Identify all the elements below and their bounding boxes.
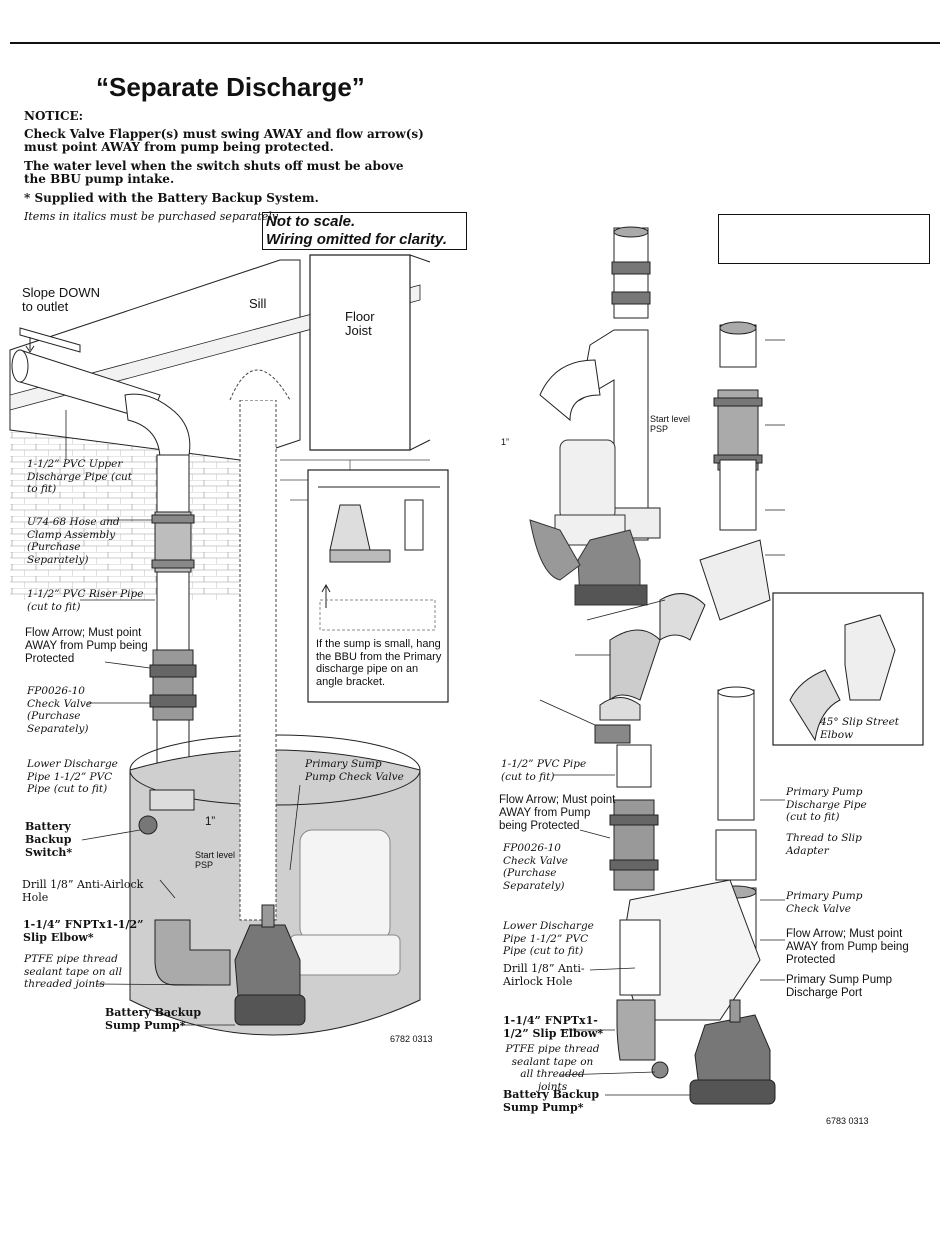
exploded-parts-right xyxy=(609,321,771,959)
label-bb-switch: Battery Backup Switch* xyxy=(25,820,73,859)
blank-callout-box xyxy=(718,214,930,264)
primary-pump-right xyxy=(529,439,648,606)
label-slip-elbow-right: 1-1/4” FNPTx1-1/2” Slip Elbow* xyxy=(503,1014,604,1040)
label-lower-discharge-pipe-right: Lower Discharge Pipe 1-1/2” PVC Pipe (cu… xyxy=(503,920,594,957)
label-figure-code-right: 6783 0313 xyxy=(826,1116,869,1126)
label-start-level-left: Start level PSP xyxy=(195,850,236,870)
upper-discharge-pipe xyxy=(11,349,191,516)
label-bb-pump-right: Battery Backup Sump Pump* xyxy=(503,1088,600,1114)
lower-right-assembly xyxy=(594,697,776,1105)
label-small-sump-note: If the sump is small, hang the BBU from … xyxy=(316,638,442,688)
label-lower-discharge-pipe-left: Lower Discharge Pipe 1-1/2” PVC Pipe (cu… xyxy=(27,758,118,795)
label-primary-cv-left: Primary Sump Pump Check Valve xyxy=(305,758,404,783)
label-pvc-pipe-right: 1-1/2” PVC Pipe (cut to fit) xyxy=(501,758,587,783)
small-sump-inset xyxy=(307,469,449,703)
label-drill-hole-left: Drill 1/8” Anti-Airlock Hole xyxy=(22,878,144,904)
top-rule xyxy=(10,42,940,44)
hose-clamp xyxy=(151,511,195,653)
leader-lines xyxy=(65,339,785,1096)
label-check-valve-left: FP0026-10 Check Valve (Purchase Separate… xyxy=(27,685,92,735)
label-thread-to-slip: Thread to Slip Adapter xyxy=(786,832,862,857)
label-riser-pipe: 1-1/2” PVC Riser Pipe (cut to fit) xyxy=(27,588,144,613)
label-primary-pump-cv: Primary Pump Check Valve xyxy=(786,890,863,915)
primary-pump-left xyxy=(289,829,401,976)
italics-note: Items in italics must be purchased separ… xyxy=(24,210,281,223)
label-start-level-right: Start level PSP xyxy=(650,414,691,434)
label-hose-clamp: U74-68 Hose and Clamp Assembly (Purchase… xyxy=(27,516,120,566)
label-slope-down: Slope DOWN to outlet xyxy=(22,285,101,314)
notice-heading: NOTICE: xyxy=(24,109,84,123)
scale-note-line-1: Not to scale. xyxy=(266,213,356,230)
label-one-inch-right: 1” xyxy=(501,437,510,447)
label-flow-arrow-right-2: Flow Arrow; Must point AWAY from Pump be… xyxy=(786,928,909,966)
notice-line-1: Check Valve Flapper(s) must swing AWAY a… xyxy=(24,127,424,154)
page-title: “Separate Discharge” xyxy=(96,72,365,102)
label-bb-pump-left: Battery Backup Sump Pump* xyxy=(105,1006,202,1032)
label-ptfe-left: PTFE pipe thread sealant tape on all thr… xyxy=(24,953,122,990)
label-primary-pump-discharge-pipe: Primary Pump Discharge Pipe (cut to fit) xyxy=(786,786,867,823)
label-floor-joist: Floor Joist xyxy=(345,309,375,338)
label-check-valve-right: FP0026-10 Check Valve (Purchase Separate… xyxy=(503,842,568,892)
label-flow-arrow-right: Flow Arrow; Must point AWAY from Pump be… xyxy=(499,794,616,832)
label-slip-elbow-left: 1-1/4” FNPTx1-1/2” Slip Elbow* xyxy=(23,918,144,944)
label-drill-hole-right: Drill 1/8” Anti-Airlock Hole xyxy=(503,962,585,988)
label-figure-code-left: 6782 0313 xyxy=(390,1034,433,1044)
label-ptfe-right: PTFE pipe thread sealant tape on all thr… xyxy=(505,1043,600,1093)
label-slip-street-elbow: 45° Slip Street Elbow xyxy=(820,716,899,741)
notice-line-3: * Supplied with the Battery Backup Syste… xyxy=(24,191,319,205)
scale-note-box: Not to scale. Wiring omitted for clarity… xyxy=(262,212,467,250)
slip-street-elbow-inset xyxy=(772,592,924,746)
label-one-inch-left: 1” xyxy=(205,816,216,828)
primary-discharge-pipe-left xyxy=(229,369,291,921)
bb-pump-left xyxy=(154,904,306,1026)
label-sill: Sill xyxy=(249,296,267,311)
label-upper-discharge-pipe: 1-1/2” PVC Upper Discharge Pipe (cut to … xyxy=(27,458,133,495)
battery-backup-switch-left xyxy=(138,789,195,835)
notice-line-2: The water level when the switch shuts of… xyxy=(24,159,404,186)
level-tool xyxy=(19,327,81,353)
scale-note-line-2: Wiring omitted for clarity. xyxy=(266,231,447,248)
label-flow-arrow-left: Flow Arrow; Must point AWAY from Pump be… xyxy=(25,627,148,665)
label-discharge-port: Primary Sump Pump Discharge Port xyxy=(786,974,893,999)
